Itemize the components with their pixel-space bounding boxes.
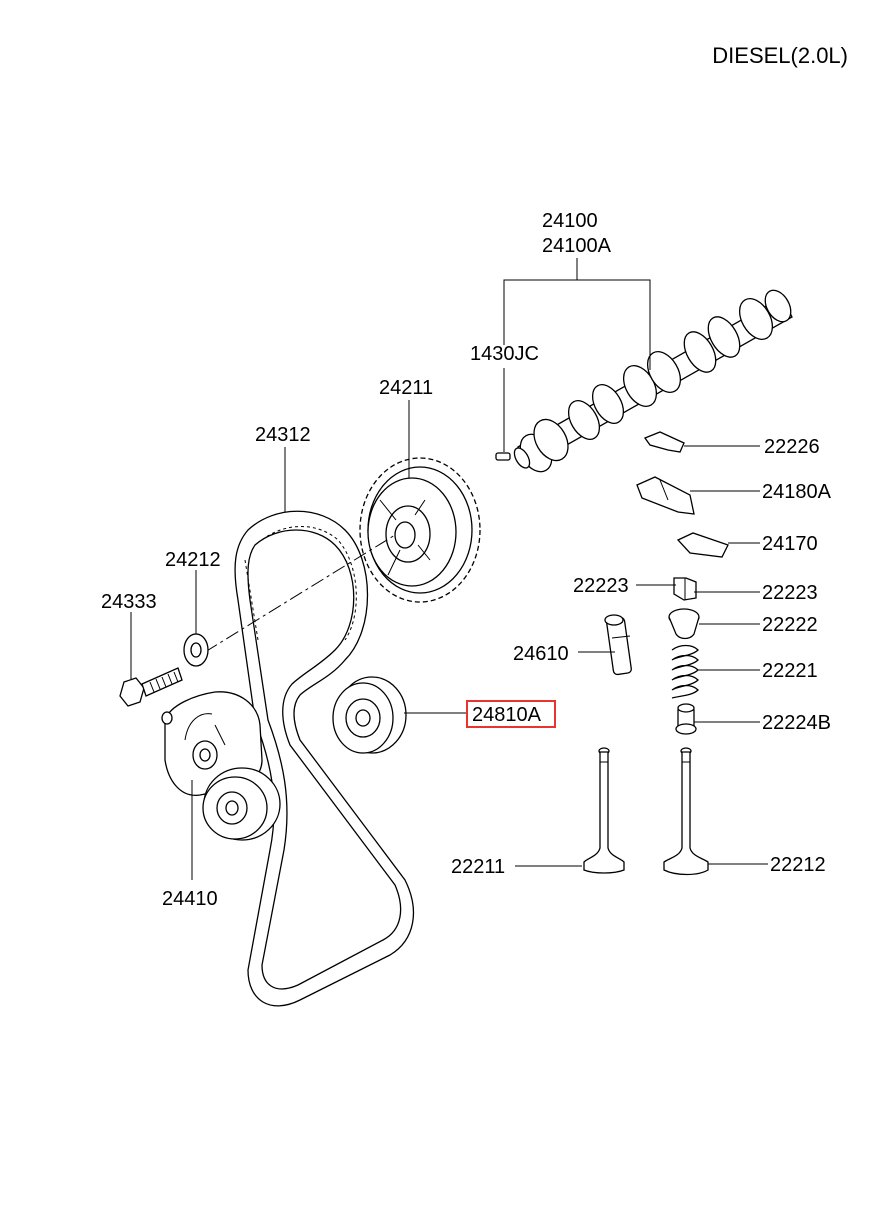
clip-part[interactable] <box>643 431 685 453</box>
timing-belt[interactable] <box>234 510 415 1007</box>
part-label-24312: 24312 <box>255 424 311 446</box>
part-label-22212: 22212 <box>770 854 826 876</box>
part-label-24410: 24410 <box>162 888 218 910</box>
part-label-24211: 24211 <box>379 377 433 399</box>
retainer-part[interactable] <box>668 608 700 640</box>
pin-part[interactable] <box>495 452 511 461</box>
part-label-22221: 22221 <box>762 660 818 682</box>
part-label-22222: 22222 <box>762 614 818 636</box>
rocker-arm-part[interactable] <box>636 476 695 515</box>
part-label-24100a: 24100A <box>542 235 612 257</box>
part-label-22223-left: 22223 <box>573 575 629 597</box>
exhaust-valve-part[interactable] <box>663 747 709 876</box>
part-label-22226: 22226 <box>764 436 820 458</box>
tensioner-part[interactable] <box>161 691 281 841</box>
part-label-22223-right: 22223 <box>762 582 818 604</box>
washer-part[interactable] <box>183 633 209 667</box>
part-label-22211: 22211 <box>451 856 505 878</box>
part-label-24100: 24100 <box>542 210 598 232</box>
camshaft-sprocket[interactable] <box>359 457 481 603</box>
part-label-24333: 24333 <box>101 591 157 613</box>
intake-valve-part[interactable] <box>583 747 625 874</box>
part-label-24610: 24610 <box>513 643 569 665</box>
part-label-22224b: 22224B <box>762 712 831 734</box>
idler-pulley-part[interactable] <box>332 676 407 754</box>
cotter-part[interactable] <box>673 577 697 601</box>
bolt-part[interactable] <box>119 667 183 707</box>
part-label-1430jc: 1430JC <box>470 343 539 365</box>
highlight-box <box>466 700 556 728</box>
part-label-24170: 24170 <box>762 533 818 555</box>
spring-part[interactable] <box>671 644 699 699</box>
lash-adjuster-part[interactable] <box>604 614 632 676</box>
camshaft-part[interactable] <box>511 286 796 478</box>
part-label-24212: 24212 <box>165 549 221 571</box>
part-label-24180a: 24180A <box>762 481 832 503</box>
part-label-24810a[interactable]: 24810A <box>472 704 542 726</box>
diagram-title: DIESEL(2.0L) <box>712 43 848 68</box>
rocker-small-part[interactable] <box>676 532 729 558</box>
stem-seal-part[interactable] <box>675 703 697 735</box>
